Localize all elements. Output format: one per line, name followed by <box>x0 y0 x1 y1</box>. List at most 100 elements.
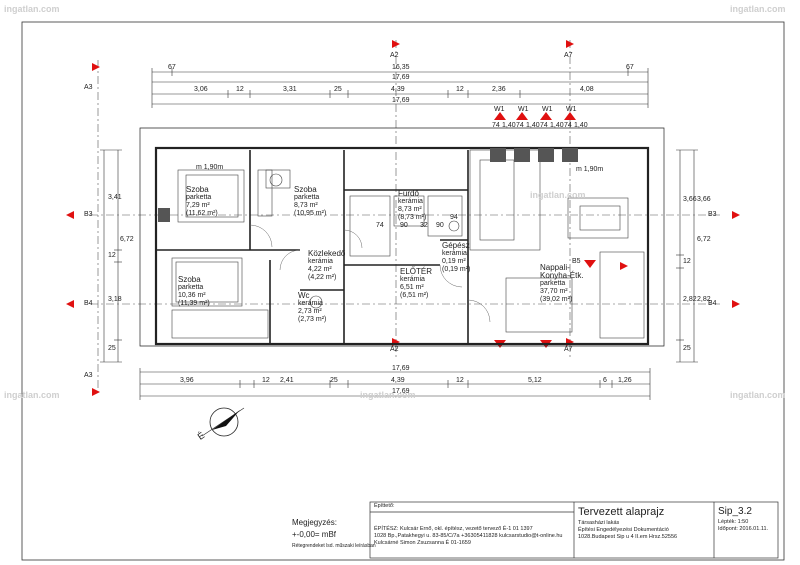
section-label-a2-top: A2 <box>390 52 399 59</box>
dim-left-overall: 6,72 <box>120 236 134 243</box>
dim-bottom-seg-5: 4,39 <box>391 377 405 384</box>
window-dim-7: 74 <box>564 122 572 129</box>
section-label-b4-left: B4 <box>84 300 93 307</box>
dim-top-seg-8: 4,08 <box>580 86 594 93</box>
dim-bottom-seg-3: 2,41 <box>280 377 294 384</box>
note-title: Megjegyzés: <box>292 518 337 527</box>
room-area-gross: (10,95 m²) <box>294 210 327 217</box>
room-area: 37,70 m² <box>540 288 568 295</box>
dim-top-67-left: 67 <box>168 64 176 71</box>
room-area: 6,51 m² <box>400 284 424 291</box>
north-arrow <box>201 407 245 437</box>
room-floor: parketta <box>540 280 566 287</box>
dim-bottom-seg-1: 3,96 <box>180 377 194 384</box>
window-label-2: W1 <box>518 106 529 113</box>
room-szoba-2: Szoba parketta 8,73 m² (10,95 m²) <box>294 186 326 218</box>
title-block-frame <box>369 501 779 559</box>
room-area-gross: (2,73 m²) <box>298 316 327 323</box>
room-name: Fürdő <box>398 189 419 198</box>
sheet-border <box>21 21 785 561</box>
room-area-gross: (6,51 m²) <box>400 292 429 299</box>
tb-project-doc: Építési Engedélyezési Dokumentáció <box>578 527 669 533</box>
window-dim-3: 74 <box>516 122 524 129</box>
window-dim-1: 74 <box>492 122 500 129</box>
window-dim-2: 1,40 <box>502 122 516 129</box>
room-szoba-1: Szoba parketta 7,29 m² (11,62 m²) <box>186 186 218 218</box>
dim-bottom-seg-4: 25 <box>330 377 338 384</box>
tb-address: 1028 Bp.,Patakhegyi u. 83-85/C/7a +36305… <box>374 533 563 539</box>
room-area: 2,73 m² <box>298 308 322 315</box>
watermark-5: ingatlan.com <box>730 390 786 400</box>
section-label-a3-bottom: A3 <box>84 372 93 379</box>
room-area: 0,19 m² <box>442 258 466 265</box>
dim-top-seg-3: 3,31 <box>283 86 297 93</box>
room-name: Wc <box>298 291 310 300</box>
misc-dim-1: 74 <box>376 222 384 229</box>
section-label-b4-right: B4 <box>708 300 717 307</box>
room-area: 10,36 m² <box>178 292 206 299</box>
watermark-2: ingatlan.com <box>730 4 786 14</box>
misc-dim-2: 90 <box>400 222 408 229</box>
section-label-b3-left: B3 <box>84 211 93 218</box>
room-floor: kerámia <box>298 300 323 307</box>
dim-bottom-seg-2: 12 <box>262 377 270 384</box>
tb-designer: ÉPÍTÉSZ: Kulcsár Ernő, okl. építész, vez… <box>374 526 533 532</box>
dim-top-overall-inner: 16,35 <box>392 64 410 71</box>
tb-drawing-title: Tervezett alaprajz <box>578 506 665 518</box>
dim-bottom-overall: 17,69 <box>392 365 410 372</box>
dim-top-seg-6: 12 <box>456 86 464 93</box>
height-mark-1: m 1,90m <box>196 164 224 171</box>
tb-client-label: Építtető: <box>374 503 395 509</box>
room-area-gross: (0,19 m²) <box>442 266 471 273</box>
window-label-4: W1 <box>566 106 577 113</box>
left-dimension-lines <box>100 149 122 363</box>
furniture <box>171 149 645 339</box>
room-area-gross: (4,22 m²) <box>308 274 337 281</box>
tb-project-name: Társasházi lakás <box>578 520 620 526</box>
room-floor: kerámia <box>442 250 467 257</box>
room-nappali: Nappali- Konyha-Étk. parketta 37,70 m² (… <box>540 264 584 304</box>
room-name: Nappali- <box>540 263 570 272</box>
room-area-gross: (39,02 m²) <box>540 296 573 303</box>
watermark-6: ingatlan.com <box>530 190 586 200</box>
room-area: 8,73 m² <box>398 206 422 213</box>
room-area: 8,73 m² <box>294 202 318 209</box>
room-wc: Wc kerámia 2,73 m² (2,73 m²) <box>298 292 326 324</box>
dim-top-seg-2: 12 <box>236 86 244 93</box>
window-markers <box>158 148 578 222</box>
section-label-b5: B5 <box>572 258 581 265</box>
bottom-dimension-lines <box>139 368 651 400</box>
interior-walls <box>156 150 469 344</box>
room-area-gross: (11,39 m²) <box>178 300 210 307</box>
dim-bottom-seg-8: 6 <box>603 377 607 384</box>
room-floor: parketta <box>178 284 204 291</box>
misc-dim-5: 94 <box>450 214 458 221</box>
tb-project-address: 1028.Budapest Sip u 4 II.em Hrsz.52556 <box>578 534 678 540</box>
note-layers: Rétegrendeket lsd. műszaki leírásban <box>292 543 376 549</box>
room-kozlekedo: Közlekedő kerámia 4,22 m² (4,22 m²) <box>308 250 345 282</box>
top-dimension-lines <box>151 68 649 108</box>
misc-dim-4: 90 <box>436 222 444 229</box>
tb-scale: Lépték: 1:50 <box>718 519 749 525</box>
room-name: ELŐTÉR <box>400 267 433 276</box>
height-mark-2: m 1,90m <box>576 166 604 173</box>
dim-bottom-overall-2: 17,69 <box>392 388 410 395</box>
room-floor: parketta <box>294 194 320 201</box>
room-floor: parketta <box>186 194 212 201</box>
room-name: Gépész <box>442 241 470 250</box>
room-area: 4,22 m² <box>308 266 332 273</box>
dim-right-seg-2: 12 <box>683 258 691 265</box>
note-datum: +-0,00= mBf <box>292 530 337 539</box>
room-area-gross: (8,73 m²) <box>398 214 427 221</box>
dim-right-seg-3: 2,82 <box>683 296 697 303</box>
watermark-1: ingatlan.com <box>4 4 60 14</box>
room-area: 7,29 m² <box>186 202 210 209</box>
room-furdo: Fürdő kerámia 8,73 m² (8,73 m²) <box>398 190 426 222</box>
window-dim-8: 1,40 <box>574 122 588 129</box>
watermark-3: ingatlan.com <box>4 390 60 400</box>
section-lines <box>90 40 720 395</box>
dim-top-overall-2: 17,69 <box>392 97 410 104</box>
dim-top-seg-7: 2,36 <box>492 86 506 93</box>
dim-right-seg-1: 3,66 <box>683 196 697 203</box>
